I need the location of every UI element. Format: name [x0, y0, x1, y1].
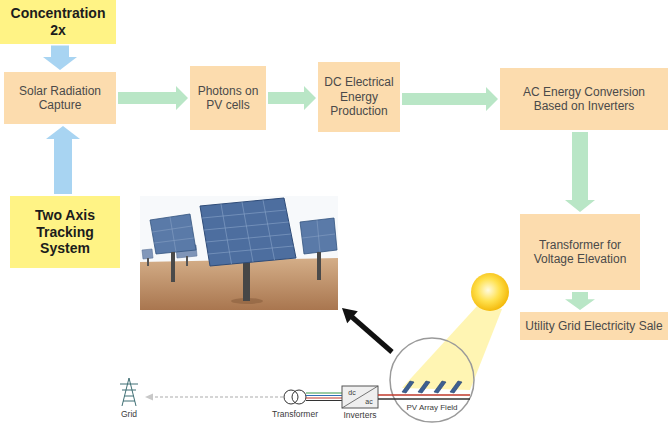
symbol-text: ac: [365, 398, 372, 405]
component-label: Inverters: [343, 411, 376, 420]
box-text: Two Axis Tracking System: [15, 207, 115, 257]
tracker-photo: [140, 196, 338, 310]
process-box: Transformer for Voltage Elevation: [520, 214, 640, 290]
process-box: Solar Radiation Capture: [4, 72, 116, 124]
sun-beam: [402, 305, 502, 390]
box-text: Concentration 2x: [5, 5, 111, 39]
flow-arrow: [565, 132, 595, 212]
component-label: PV Array Field: [406, 404, 457, 413]
box-text: Photons on PV cells: [195, 84, 261, 113]
pv-panels: [402, 381, 462, 393]
component-label: Grid: [121, 410, 137, 419]
box-text: Transformer for Voltage Elevation: [525, 238, 635, 267]
box-text: DC Electrical Energy Production: [323, 75, 395, 118]
flow-arrow: [43, 46, 77, 70]
flow-arrow: [118, 86, 188, 110]
zoom-arrow: [342, 308, 392, 352]
process-box: Utility Grid Electricity Sale: [520, 312, 668, 340]
zoom-circle: [390, 338, 474, 422]
box-text: AC Energy Conversion Based on Inverters: [505, 85, 663, 114]
feed-arrow: [145, 394, 283, 401]
symbol-text: dc: [348, 389, 355, 396]
flow-arrow: [268, 86, 316, 110]
dc-wires: [378, 395, 470, 399]
flow-arrow: [402, 87, 498, 111]
process-box: DC Electrical Energy Production: [318, 62, 400, 132]
input-box: Two Axis Tracking System: [10, 196, 120, 268]
input-box: Concentration 2x: [0, 0, 116, 44]
ac-wires: [306, 393, 342, 401]
component-label: Transformer: [272, 410, 318, 419]
process-box: Photons on PV cells: [190, 66, 266, 130]
process-box: AC Energy Conversion Based on Inverters: [500, 68, 668, 130]
grid-pylon: [120, 378, 138, 406]
box-text: Utility Grid Electricity Sale: [525, 319, 662, 333]
transformer-symbol: [284, 390, 306, 404]
sun: [471, 273, 509, 311]
box-text: Solar Radiation Capture: [9, 84, 111, 113]
flow-arrow: [46, 126, 80, 194]
inverter-symbol: [342, 386, 378, 408]
flow-arrow: [565, 292, 595, 310]
